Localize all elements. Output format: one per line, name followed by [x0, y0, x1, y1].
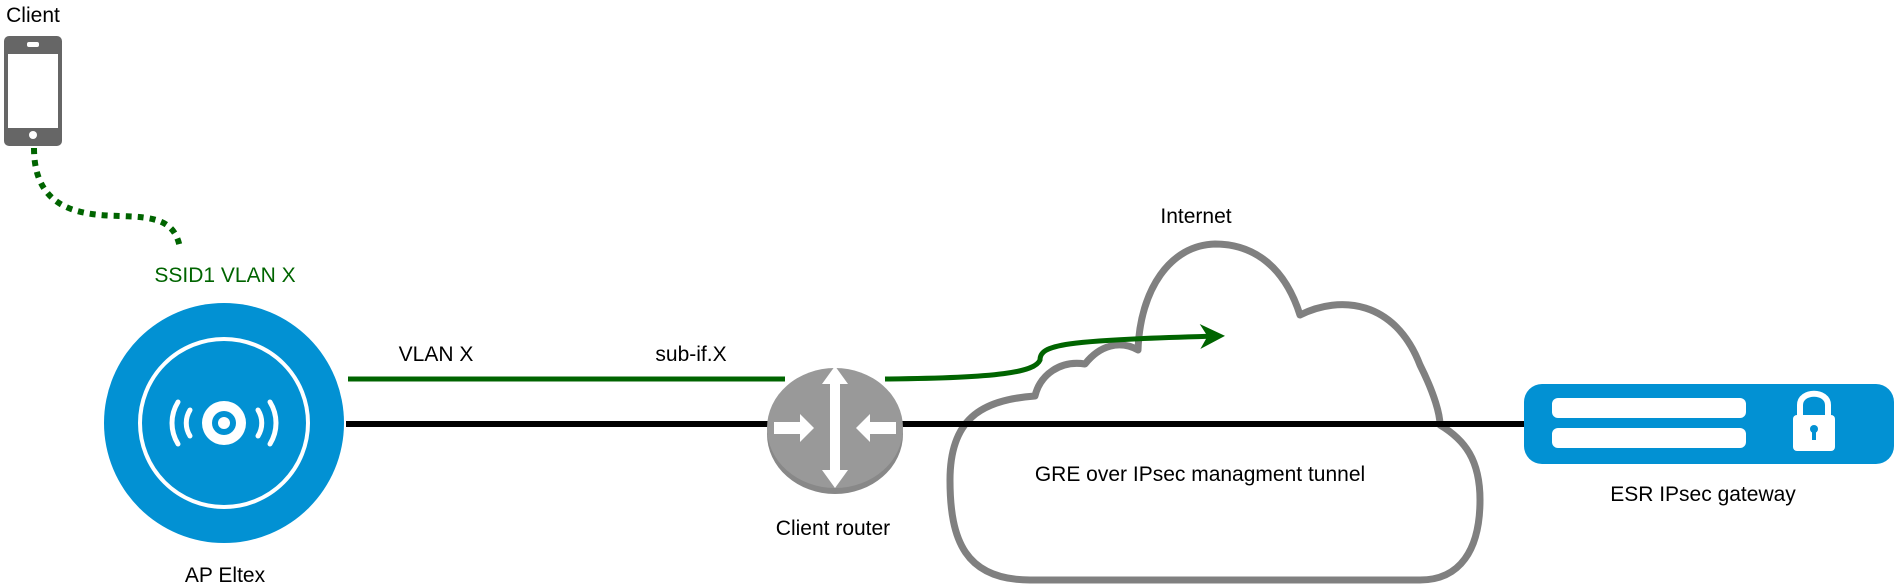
router-icon[interactable] — [767, 366, 903, 494]
internet-label: Internet — [1160, 205, 1231, 228]
tunnel-label: GRE over IPsec managment tunnel — [1035, 463, 1365, 486]
vlan-label: VLAN X — [399, 343, 474, 366]
client-label: Client — [6, 4, 60, 27]
wifi-access-point-icon[interactable] — [104, 303, 344, 543]
lock-server-icon[interactable] — [1524, 384, 1894, 464]
internet-cloud-icon — [946, 240, 1484, 584]
gateway-label: ESR IPsec gateway — [1610, 483, 1796, 506]
subif-label: sub-if.X — [655, 343, 726, 366]
vlan-internet-arrow — [884, 324, 1225, 382]
ap-label: AP Eltex — [185, 564, 266, 587]
wireless-link-label: SSID1 VLAN X — [154, 264, 295, 287]
smartphone-icon — [4, 36, 62, 146]
router-label: Client router — [776, 517, 890, 540]
wireless-link-dotted — [31, 147, 183, 249]
